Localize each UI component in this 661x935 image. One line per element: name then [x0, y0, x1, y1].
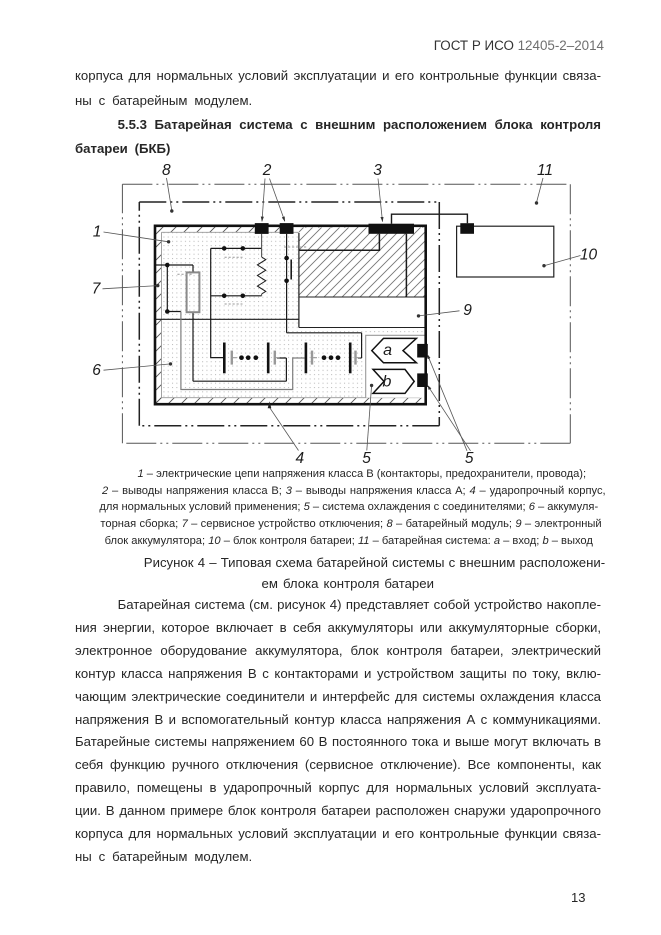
- svg-text:10: 10: [580, 247, 598, 264]
- svg-text:4: 4: [295, 450, 304, 467]
- svg-text:5: 5: [465, 450, 474, 467]
- svg-text:7: 7: [92, 281, 102, 298]
- svg-text:9: 9: [463, 302, 472, 319]
- svg-text:11: 11: [537, 162, 553, 179]
- svg-text:b: b: [383, 374, 392, 391]
- svg-text:2: 2: [262, 162, 272, 179]
- svg-text:6: 6: [92, 362, 101, 379]
- svg-text:3: 3: [373, 162, 382, 179]
- svg-text:5: 5: [362, 450, 371, 467]
- svg-text:1: 1: [93, 224, 102, 241]
- svg-text:8: 8: [162, 162, 171, 179]
- svg-text:a: a: [383, 342, 392, 359]
